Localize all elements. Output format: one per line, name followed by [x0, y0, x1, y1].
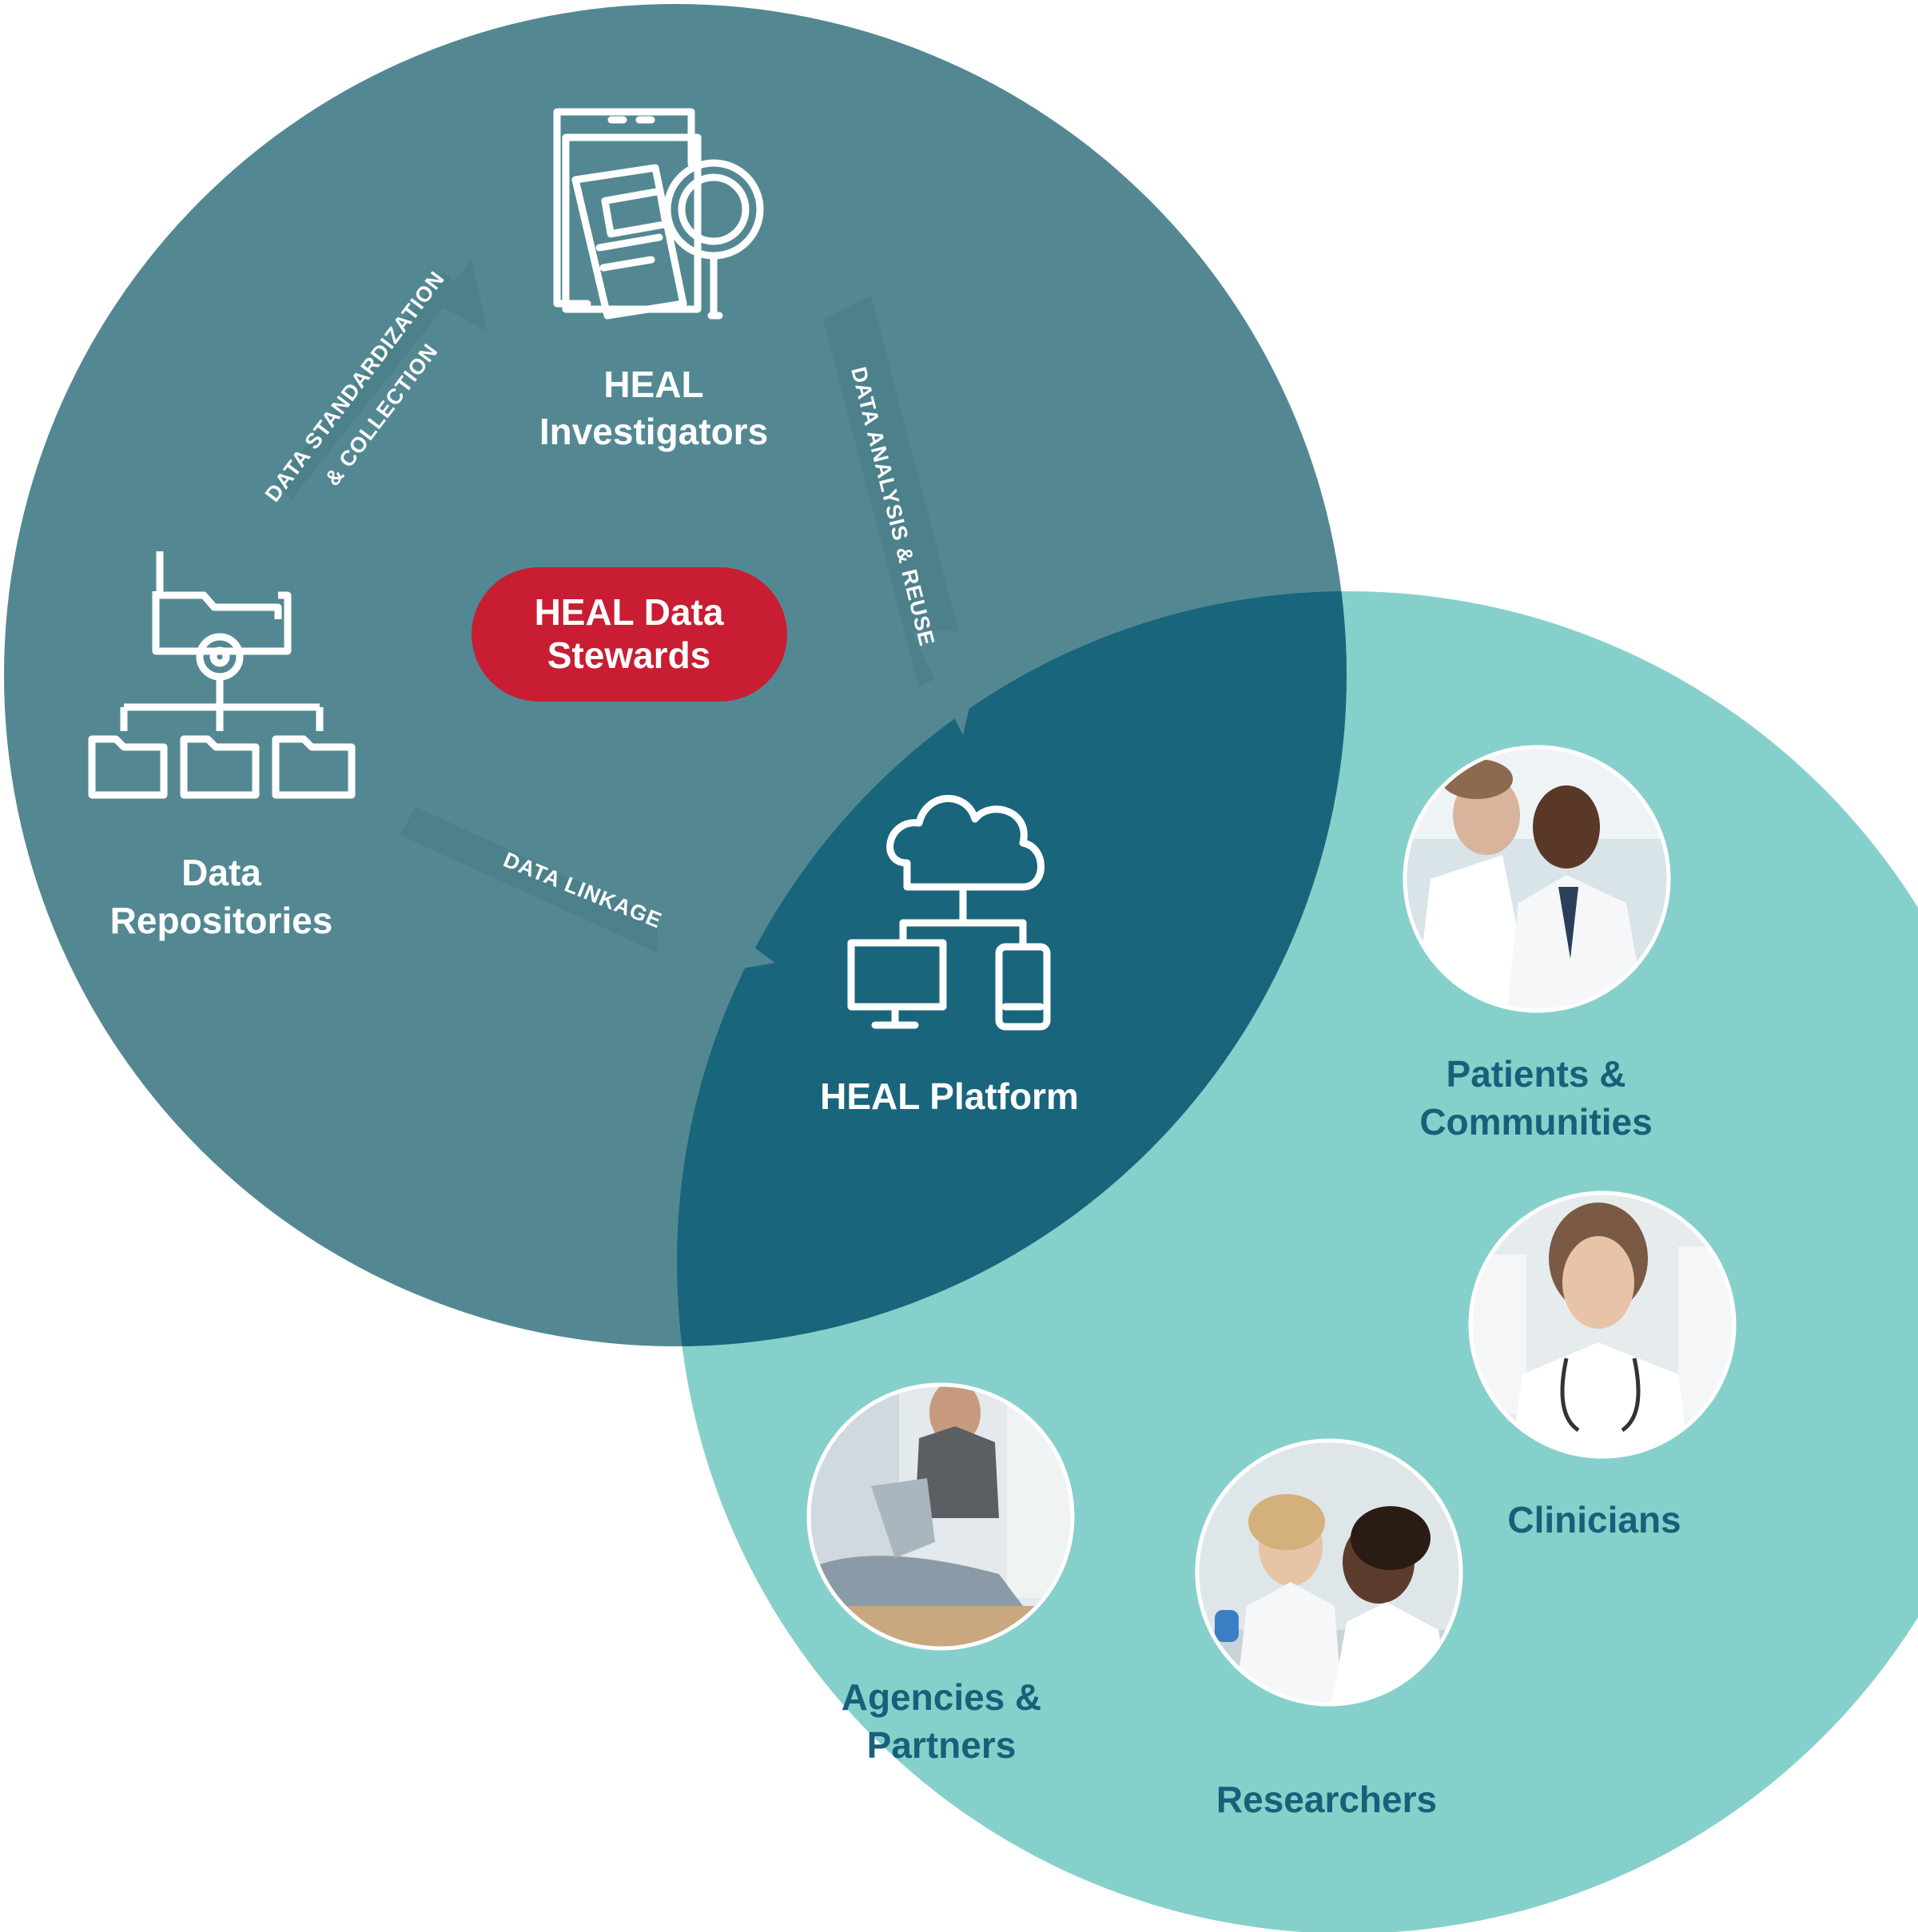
patients-photo	[1405, 747, 1669, 1011]
stewards-line2: Stewards	[547, 634, 711, 676]
overlap-region	[677, 591, 1347, 1346]
clinicians-label: Clinicians	[1507, 1499, 1681, 1540]
patients-line2: Communities	[1419, 1101, 1652, 1143]
agencies-line1: Agencies &	[842, 1676, 1042, 1718]
repositories-line2: Repositories	[110, 900, 333, 941]
repositories-line1: Data	[181, 852, 261, 893]
stewards-line1: HEAL Data	[535, 591, 724, 633]
researchers-label: Researchers	[1216, 1779, 1437, 1820]
arrow-linkage-head	[655, 875, 775, 983]
arrow-standardization	[276, 260, 487, 499]
arrow-linkage	[400, 807, 687, 959]
clinicians-photo-frame	[1468, 1191, 1737, 1459]
researchers-photo-frame	[1195, 1438, 1463, 1707]
investigators-line2: Investigators	[539, 411, 768, 452]
stewards-pill	[472, 567, 787, 702]
agencies-line2: Partners	[867, 1724, 1017, 1766]
patients-line1: Patients &	[1446, 1053, 1626, 1095]
agencies-photo-frame	[806, 1382, 1075, 1651]
arrow-analysis-head-overlap	[927, 639, 983, 735]
document-search-icon	[553, 108, 764, 320]
folder-network-icon	[88, 551, 356, 799]
investigators-line1: HEAL	[603, 364, 703, 405]
cloud-devices-icon	[847, 794, 1051, 1031]
platform-label: HEAL Platform	[820, 1075, 1079, 1117]
patients-photo-frame	[1403, 745, 1671, 1013]
arrow-analysis	[823, 296, 967, 687]
